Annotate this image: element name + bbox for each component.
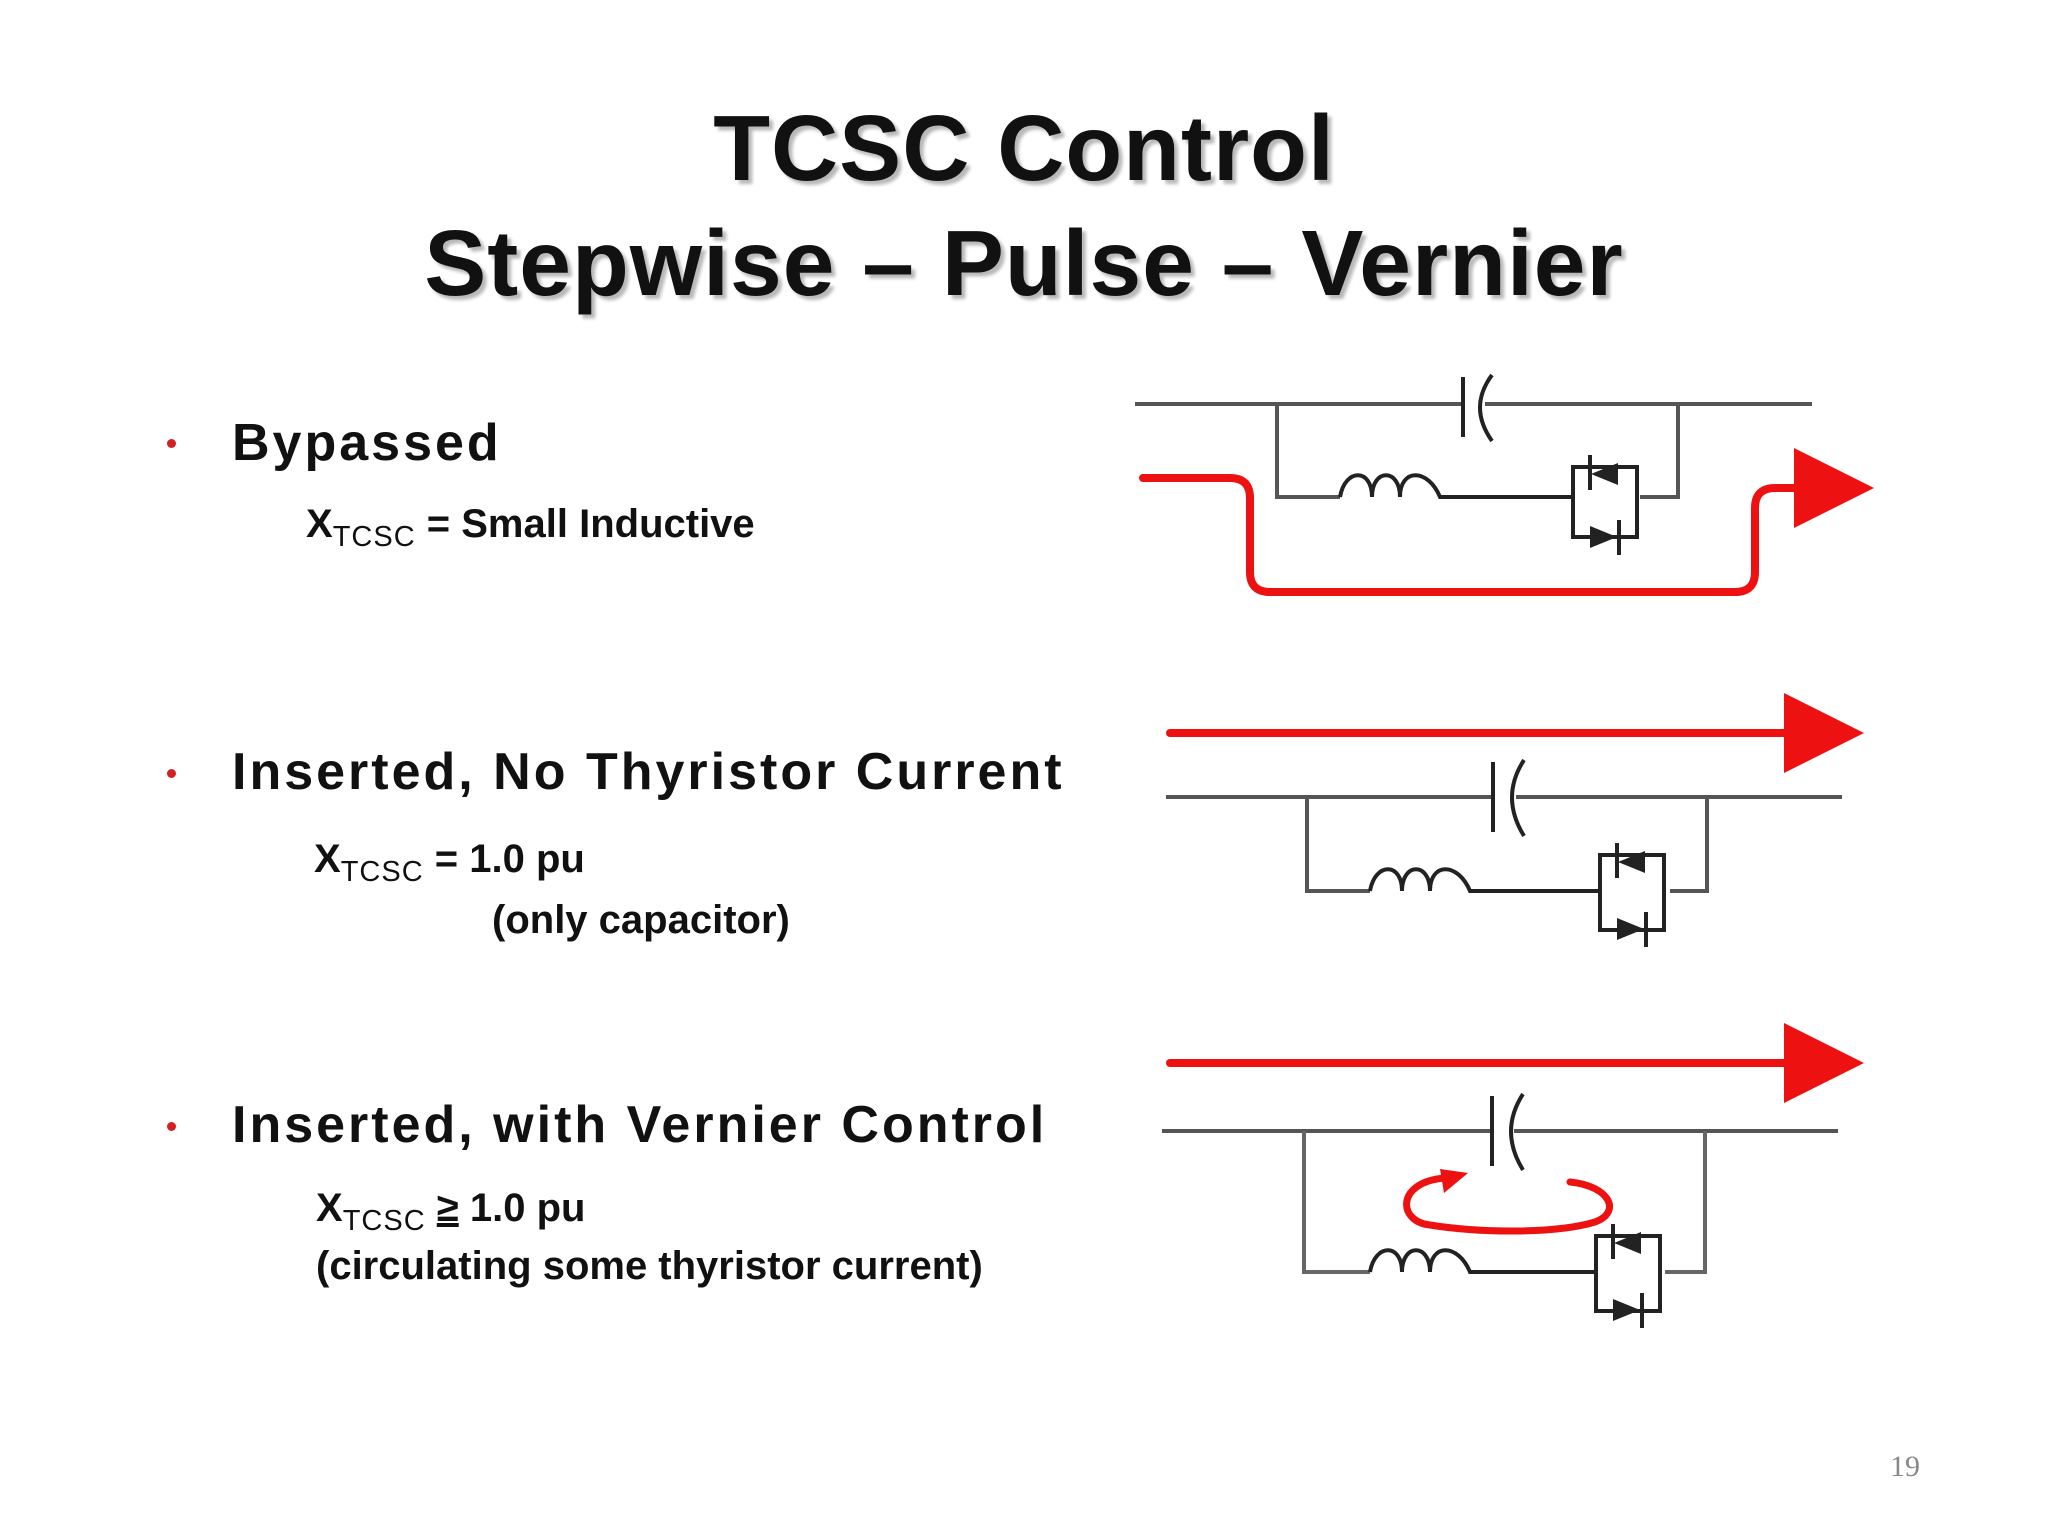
mode-formula-inserted: XTCSC = 1.0 pu (314, 837, 585, 889)
circuit-diagram-inserted (1166, 693, 1864, 947)
circulating-current-arrowhead (1440, 1169, 1468, 1193)
slide-title-line-1: TCSC Control (713, 96, 1335, 200)
mode-formula-bypassed: XTCSC = Small Inductive (306, 502, 755, 554)
slide-title-line-2: Stepwise – Pulse – Vernier (424, 211, 1624, 315)
thyristor-pair (1598, 843, 1666, 947)
current-path-bypass (1139, 448, 1874, 596)
page-number: 19 (1890, 1450, 1920, 1483)
thyristor-pair (1594, 1224, 1662, 1328)
inductor-symbol (1368, 1248, 1598, 1274)
mode-formula-vernier: XTCSC ≥ 1.0 pu (316, 1186, 585, 1238)
thyristor-pair (1571, 455, 1639, 555)
mode-heading-bypassed: Bypassed (232, 414, 502, 472)
circuit-diagram-bypassed (1135, 373, 1874, 596)
parallel-branch (1275, 404, 1680, 499)
bullet-marker (167, 439, 176, 448)
mode-heading-inserted: Inserted, No Thyristor Current (232, 743, 1065, 801)
reactance-symbol: X (316, 1186, 343, 1230)
capacitor-symbol (1490, 1092, 1525, 1172)
reactance-subscript: TCSC (332, 521, 416, 553)
reactance-value: 1.0 pu (469, 837, 585, 881)
thyristor-icon (1617, 918, 1644, 940)
thyristor-icon (1613, 1299, 1640, 1321)
thyristor-icon (1591, 463, 1618, 485)
reactance-value: Small Inductive (461, 502, 755, 546)
parallel-branch (1305, 797, 1709, 893)
bullet-marker (167, 1122, 176, 1131)
relation-sign: = (434, 837, 459, 881)
reactance-subscript: TCSC (342, 1205, 426, 1237)
inductor-symbol (1338, 473, 1575, 499)
reactance-symbol: X (314, 837, 341, 881)
relation-sign: = (426, 502, 451, 546)
reactance-subscript: TCSC (340, 856, 424, 888)
circulating-current-loop (1403, 1174, 1613, 1235)
thyristor-icon (1590, 526, 1617, 548)
thyristor-icon (1614, 1232, 1641, 1254)
reactance-value: 1.0 pu (469, 1186, 586, 1230)
relation-sign: ≥ (436, 1186, 459, 1230)
parallel-branch (1302, 1131, 1707, 1274)
mode-note-vernier: (circulating some thyristor current) (316, 1244, 983, 1288)
capacitor-symbol (1491, 758, 1526, 838)
circuit-diagram-vernier (1162, 1023, 1864, 1328)
bullet-marker (167, 769, 176, 778)
inductor-symbol (1368, 867, 1602, 893)
mode-heading-vernier: Inserted, with Vernier Control (232, 1096, 1048, 1154)
mode-note-inserted: (only capacitor) (492, 898, 790, 942)
thyristor-icon (1618, 851, 1645, 873)
reactance-symbol: X (306, 502, 333, 546)
capacitor-symbol (1461, 373, 1494, 443)
